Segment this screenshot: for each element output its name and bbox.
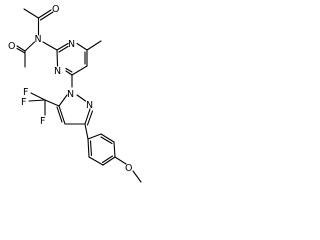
bond — [101, 155, 114, 164]
bond — [86, 110, 94, 126]
acetyl-group-upper — [23, 8, 54, 36]
atom-label-n-pyrazole-1: N — [67, 89, 74, 100]
bond — [87, 138, 90, 158]
chemical-structure: N O O N N N N F F F O — [8, 4, 142, 183]
atom-label-o-acetyl-left: O — [8, 41, 15, 52]
atom-label-o-methoxy: O — [125, 163, 132, 174]
bond — [113, 141, 116, 158]
bond — [42, 41, 58, 51]
atom-label-fluorine-3: F — [21, 97, 26, 108]
bond — [84, 123, 89, 140]
bond — [84, 108, 91, 125]
bond — [100, 133, 115, 143]
atom-label-n-pyrazole-2: N — [86, 100, 93, 111]
bond — [23, 8, 40, 19]
bond — [56, 42, 69, 51]
trifluoromethyl-group — [28, 92, 60, 116]
methoxy-group — [114, 156, 142, 183]
atom-label-n-amide: N — [35, 34, 42, 45]
bond — [88, 156, 104, 166]
bond — [65, 67, 73, 73]
bond — [56, 106, 63, 123]
bond — [37, 9, 52, 19]
phenyl-ring — [87, 133, 116, 166]
bond — [100, 136, 113, 145]
bond — [71, 65, 88, 76]
atom-label-fluorine-1: F — [23, 87, 28, 98]
bond — [16, 45, 26, 52]
bond — [24, 41, 36, 52]
bond — [30, 92, 46, 101]
bond — [39, 11, 54, 21]
bond — [114, 156, 127, 165]
bond — [76, 42, 88, 51]
bond — [58, 94, 68, 107]
bond — [44, 99, 60, 107]
bond — [65, 70, 73, 76]
atom-label-o-acetyl-upper: O — [52, 4, 59, 15]
bond — [58, 105, 66, 125]
bond — [86, 40, 102, 51]
bond — [76, 94, 87, 102]
bond — [132, 170, 142, 183]
pyrazole-ring — [56, 94, 94, 126]
acetyl-group-left — [16, 41, 36, 68]
bond — [58, 45, 69, 53]
bond — [16, 47, 26, 54]
bond — [28, 99, 46, 102]
bond — [87, 133, 102, 140]
bond — [102, 156, 116, 166]
atom-label-n-pyrimidine-bottom: N — [54, 66, 61, 77]
bond — [89, 140, 93, 157]
bond — [56, 49, 59, 67]
atom-label-fluorine-2: F — [40, 116, 45, 127]
atom-label-n-pyrimidine-top: N — [68, 39, 75, 50]
pyrimidine-ring — [56, 40, 102, 76]
